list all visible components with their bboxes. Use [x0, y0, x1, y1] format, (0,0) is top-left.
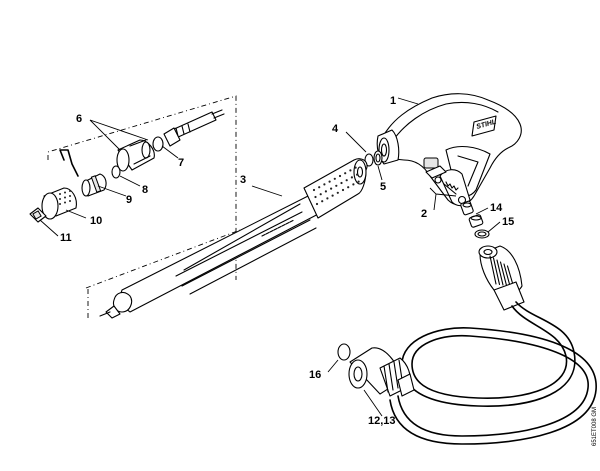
callout-7: 7	[178, 157, 184, 169]
assembly-outline	[47, 95, 241, 318]
callout-8: 8	[142, 184, 148, 196]
part-2-valve-kit	[425, 165, 474, 216]
callout-3: 3	[240, 174, 246, 186]
callout-15: 15	[502, 216, 514, 228]
callout-labels: 1 2 3 4 5 6 7 8 9 10 11 12,13 14 15 16	[60, 95, 514, 427]
callout-10: 10	[90, 215, 102, 227]
part-14-fitting	[468, 214, 484, 228]
part-10-nozzle-cap	[41, 187, 77, 220]
part-16-o-ring	[337, 343, 351, 361]
callout-5: 5	[380, 181, 386, 193]
part-9-nozzle-insert	[81, 173, 107, 197]
part-5-seal	[373, 150, 383, 166]
leader-lines	[39, 97, 501, 417]
part-1-trigger-gun: STIHL	[376, 93, 522, 207]
callout-6: 6	[76, 113, 82, 125]
callout-14: 14	[490, 202, 503, 214]
high-pressure-hose	[389, 301, 597, 445]
callout-4: 4	[332, 123, 339, 135]
callout-1: 1	[390, 95, 396, 107]
part-12-13-coupling	[348, 347, 415, 397]
stihl-logo: STIHL	[471, 115, 497, 137]
hose-coupling-top	[478, 245, 525, 311]
callout-12-13: 12,13	[368, 415, 396, 427]
part-8-o-ring	[111, 165, 121, 179]
clip-spring	[59, 149, 79, 177]
callout-11: 11	[60, 232, 72, 244]
callout-16: 16	[309, 369, 321, 381]
part-15-o-ring	[474, 229, 490, 239]
callout-2: 2	[421, 208, 427, 220]
part-11-nozzle-tip	[29, 207, 47, 223]
part-7-connector	[152, 109, 225, 152]
part-6-sleeve	[116, 139, 155, 172]
drawing-code: 651ET008 GM	[592, 407, 598, 446]
callout-9: 9	[126, 194, 132, 206]
part-3-spray-lance	[99, 158, 368, 319]
